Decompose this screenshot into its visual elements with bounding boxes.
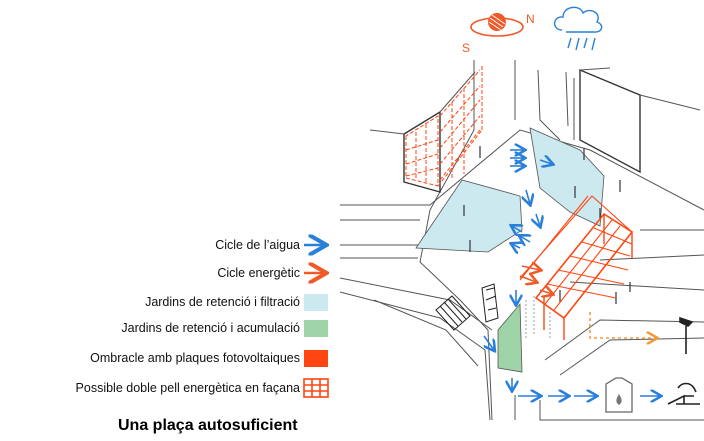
filtration-gardens — [415, 127, 605, 253]
photovoltaic-canopy — [519, 195, 634, 340]
lamp-posts — [463, 146, 631, 304]
facade-energy-skin — [405, 66, 483, 187]
legend-label: Cicle de l’aigua — [215, 238, 300, 252]
legend-label: Cicle energètic — [217, 266, 300, 280]
legend-label: Possible doble pell energètica en façana — [75, 381, 300, 395]
legend-item-photovoltaic-canopy: Ombracle amb plaques fotovoltaiques — [90, 347, 300, 369]
legend-item-energy-cycle: Cicle energètic — [217, 262, 300, 284]
compass-south-label: S — [462, 41, 470, 55]
legend-label: Jardins de retenció i acumulació — [121, 321, 300, 335]
compass-north-label: N — [526, 12, 535, 26]
water-tank-icon — [605, 377, 633, 413]
legend-canopy-swatch — [304, 350, 328, 367]
legend-facade-swatch — [303, 378, 329, 398]
canopy-supports — [525, 296, 551, 340]
legend-item-filtration-gardens: Jardins de retenció i filtració — [145, 291, 300, 313]
legend-item-facade-skin: Possible doble pell energètica en façana — [76, 377, 300, 399]
legend-label: Jardins de retenció i filtració — [145, 295, 300, 309]
legend-swatches — [303, 245, 329, 398]
legend-accumulation-swatch — [304, 320, 328, 337]
rain-cloud-icon — [553, 6, 603, 51]
water-cycle-arrows — [484, 150, 660, 396]
sun-compass-icon: N S — [462, 12, 535, 55]
energy-output-arrow — [589, 312, 656, 338]
accumulation-garden — [497, 302, 523, 373]
irrigation-icon — [667, 382, 700, 405]
street-lamp-icon — [679, 316, 694, 354]
legend-filtration-swatch — [304, 294, 328, 311]
legend-item-water-cycle: Cicle de l’aigua — [215, 234, 300, 256]
legend-label: Ombracle amb plaques fotovoltaiques — [90, 351, 300, 365]
energy-cycle-arrows — [519, 266, 552, 294]
page-title: Una plaça autosuficient — [118, 417, 298, 434]
legend-item-accumulation-gardens: Jardins de retenció i acumulació — [121, 317, 300, 339]
